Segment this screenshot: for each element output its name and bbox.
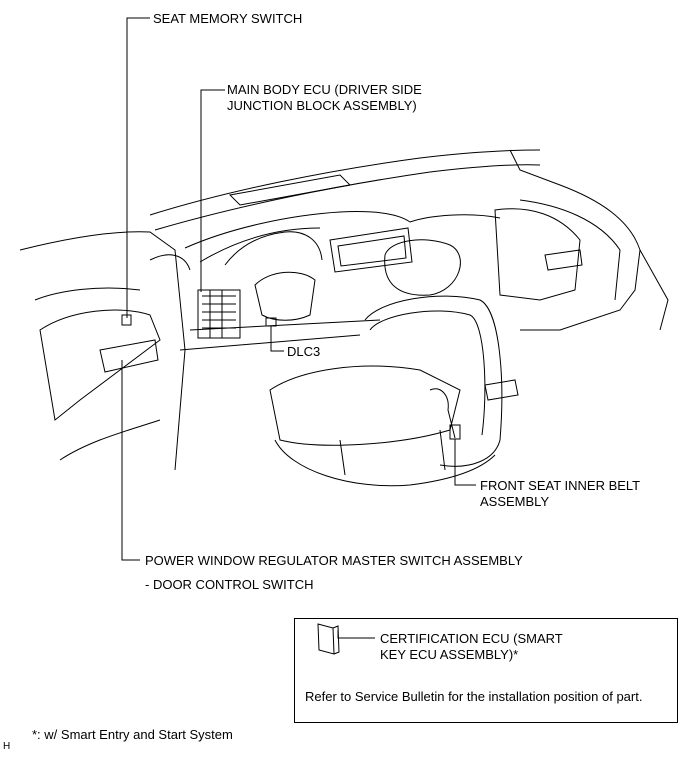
certification-ecu-label-line1: CERTIFICATION ECU (SMART xyxy=(380,631,563,646)
driver-seat-outline xyxy=(269,239,519,487)
steering-column-outline xyxy=(254,271,316,327)
main-body-ecu-label-line1: MAIN BODY ECU (DRIVER SIDE xyxy=(227,82,422,97)
certification-ecu-label-line2: KEY ECU ASSEMBLY)* xyxy=(380,647,519,662)
dlc3-leader xyxy=(270,326,284,352)
footnote: *: w/ Smart Entry and Start System xyxy=(32,727,233,742)
service-bulletin-note: Refer to Service Bulletin for the instal… xyxy=(305,689,643,704)
front-seat-belt-label-line2: ASSEMBLY xyxy=(480,494,550,509)
legend-box xyxy=(294,618,678,723)
power-window-switch-label: POWER WINDOW REGULATOR MASTER SWITCH ASS… xyxy=(145,553,523,568)
left-door-outline xyxy=(19,231,186,471)
main-body-ecu-illustration xyxy=(197,289,241,339)
dlc3-label: DLC3 xyxy=(287,344,321,359)
certification-ecu-illustration xyxy=(317,623,340,655)
front-seat-belt-leader xyxy=(454,439,476,486)
main-ecu-leader xyxy=(200,89,225,292)
seat-memory-switch-label: SEAT MEMORY SWITCH xyxy=(153,11,303,26)
door-control-switch-label: - DOOR CONTROL SWITCH xyxy=(145,577,314,592)
main-body-ecu-label-line2: JUNCTION BLOCK ASSEMBLY) xyxy=(227,98,417,113)
figure-code: H xyxy=(3,741,11,752)
front-seat-belt-label-line1: FRONT SEAT INNER BELT xyxy=(480,478,641,493)
right-door-outline xyxy=(494,149,669,331)
power-window-leader xyxy=(121,360,140,561)
seat-memory-leader xyxy=(126,17,150,318)
